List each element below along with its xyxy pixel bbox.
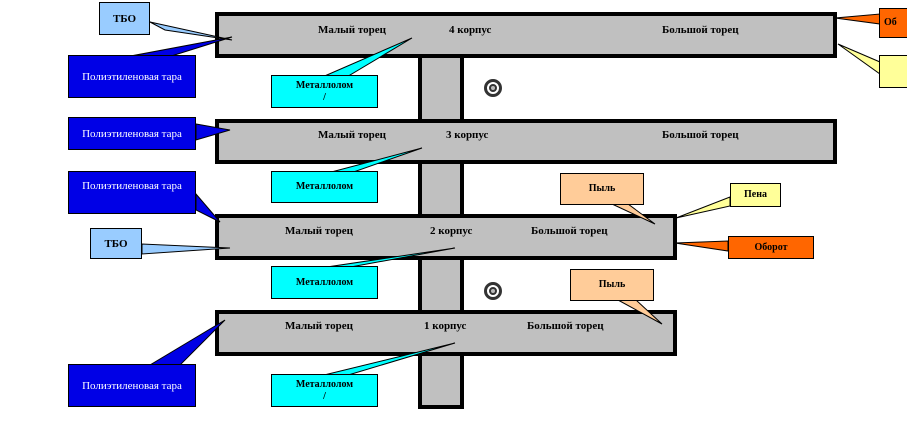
pointer-poly-4 [148, 319, 226, 366]
callout-turnover: Оборот [728, 236, 814, 259]
pointer-poly-3 [195, 192, 221, 223]
pointer-tbo-top [149, 21, 233, 41]
callout-poly-2: Полиэтиленовая тара [68, 117, 196, 150]
callout-metal-3: Металлолом [271, 266, 378, 299]
pointer-turnover [674, 240, 729, 252]
callout-dust-1: Пыль [560, 173, 644, 205]
pointer-yellow-top [837, 43, 881, 75]
pointer-tbo-mid [141, 243, 231, 255]
callout-tbo-top: ТБО [99, 2, 150, 35]
callout-metal-1: Металлолом / [271, 75, 378, 108]
callout-poly-3: Полиэтиленовая тара [68, 171, 196, 214]
target-marker-icon [484, 282, 502, 300]
building-3-small-end: Малый торец [318, 129, 386, 141]
callout-dust-2: Пыль [570, 269, 654, 301]
callout-metal-4: Металлолом / [271, 374, 378, 407]
building-1-big-end: Большой торец [527, 320, 604, 332]
building-2-name: 2 корпус [430, 225, 473, 237]
building-3 [215, 119, 837, 164]
pointer-poly-2 [195, 123, 231, 141]
target-marker-icon [484, 79, 502, 97]
building-4-name: 4 корпус [449, 24, 492, 36]
callout-foam: Пена [730, 183, 781, 207]
building-1-name: 1 корпус [424, 320, 467, 332]
building-2-big-end: Большой торец [531, 225, 608, 237]
building-4-small-end: Малый торец [318, 24, 386, 36]
callout-orange-top: Об [879, 8, 907, 38]
building-2-small-end: Малый торец [285, 225, 353, 237]
callout-metal-2: Металлолом [271, 171, 378, 203]
building-1-small-end: Малый торец [285, 320, 353, 332]
building-3-big-end: Большой торец [662, 129, 739, 141]
callout-poly-1: Полиэтиленовая тара [68, 55, 196, 98]
building-4-big-end: Большой торец [662, 24, 739, 36]
pointer-orange-top [834, 13, 881, 25]
callout-yellow-top [879, 55, 907, 88]
pointer-foam [675, 196, 731, 219]
building-3-name: 3 корпус [446, 129, 489, 141]
building-4 [215, 12, 837, 58]
callout-poly-4: Полиэтиленовая тара [68, 364, 196, 407]
building-2 [215, 214, 677, 260]
callout-tbo-mid: ТБО [90, 228, 142, 259]
building-1 [215, 310, 677, 356]
